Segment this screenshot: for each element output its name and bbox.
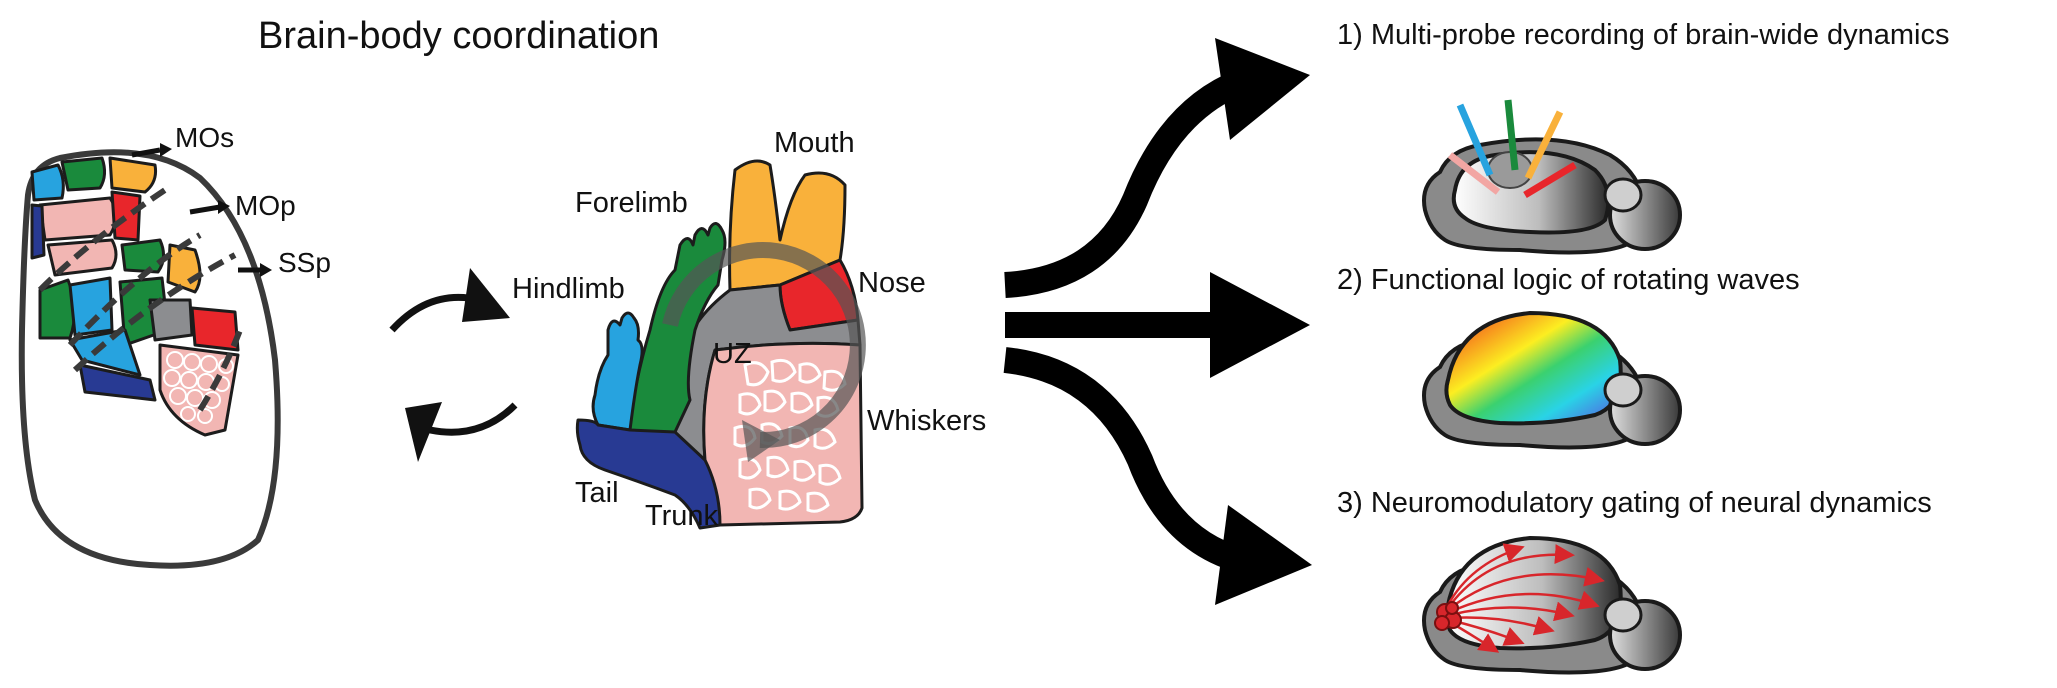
probe-red bbox=[1523, 161, 1577, 199]
phase-map bbox=[1444, 310, 1623, 426]
cortex-area-labels: MOs MOp SSp bbox=[131, 122, 331, 278]
area-patch-gray bbox=[148, 298, 194, 342]
region-hindlimb bbox=[591, 311, 644, 432]
arrow-to-item-1 bbox=[1004, 69, 1246, 298]
mop-arrow bbox=[189, 204, 221, 215]
label-mos: MOs bbox=[175, 122, 234, 153]
cycle-arrowhead-top bbox=[462, 268, 510, 322]
area-patch-red bbox=[110, 190, 142, 242]
arrowhead-item-2 bbox=[1210, 272, 1310, 378]
label-hindlimb: Hindlimb bbox=[512, 273, 625, 305]
area-patch-orange-2 bbox=[166, 243, 202, 294]
cycle-arrowhead-bottom bbox=[405, 402, 442, 462]
ssp-arrowhead bbox=[260, 263, 272, 277]
probe-pink bbox=[1447, 152, 1501, 195]
area-patch-blue bbox=[30, 163, 65, 202]
mop-arrowhead bbox=[218, 200, 230, 214]
body-map: Mouth Forelimb Hindlimb Nose UZ Whiskers… bbox=[512, 127, 986, 532]
label-tail: Tail bbox=[575, 477, 619, 509]
area-patch-green bbox=[60, 156, 107, 192]
area-patch-blue-2 bbox=[68, 276, 114, 337]
brain-probe bbox=[1422, 99, 1682, 255]
probe-green bbox=[1504, 99, 1519, 171]
probe-blue bbox=[1456, 103, 1494, 177]
item-2-label: 2) Functional logic of rotating waves bbox=[1337, 264, 1800, 296]
cortex-map: MOs MOp SSp bbox=[18, 122, 331, 569]
item-3-label: 3) Neuromodulatory gating of neural dyna… bbox=[1337, 487, 1932, 519]
branch-arrows bbox=[1003, 38, 1312, 605]
midbrain bbox=[1603, 177, 1643, 213]
brain-neuromod bbox=[1422, 535, 1682, 675]
mos-arrow bbox=[131, 147, 161, 158]
area-patch-red-2 bbox=[190, 306, 240, 352]
label-ssp: SSp bbox=[278, 247, 331, 278]
brain-waves bbox=[1422, 310, 1682, 450]
arrowhead-item-1 bbox=[1215, 38, 1310, 140]
label-uz: UZ bbox=[713, 338, 752, 370]
label-mouth: Mouth bbox=[774, 127, 855, 159]
probe-entry bbox=[1487, 151, 1533, 189]
cortical-areas bbox=[30, 156, 240, 437]
label-nose: Nose bbox=[858, 267, 926, 299]
area-patch-green-2 bbox=[120, 238, 165, 274]
rotation-arrowhead bbox=[742, 420, 780, 462]
region-trunk-tail bbox=[575, 418, 722, 530]
mos-arrowhead bbox=[160, 143, 172, 157]
rotation-arrow bbox=[662, 242, 866, 449]
area-patch-orange bbox=[108, 156, 157, 194]
label-trunk: Trunk bbox=[645, 500, 719, 532]
arrow-to-item-3 bbox=[1003, 347, 1244, 573]
area-boundaries bbox=[37, 187, 243, 412]
area-patch-navy bbox=[30, 203, 46, 260]
area-patch-navy-2 bbox=[78, 363, 157, 402]
cycle-arrow-bottom bbox=[429, 402, 518, 436]
figure-title: Brain-body coordination bbox=[258, 15, 659, 57]
cycle-arrows bbox=[389, 268, 518, 462]
midbrain bbox=[1603, 372, 1643, 408]
area-patch-blue-3 bbox=[68, 328, 142, 377]
midbrain bbox=[1603, 597, 1643, 633]
barrel-cells bbox=[163, 351, 234, 424]
item-1-label: 1) Multi-probe recording of brain-wide d… bbox=[1337, 19, 1949, 51]
label-mop: MOp bbox=[235, 190, 296, 221]
neuromod-nucleus bbox=[1434, 601, 1462, 631]
probe-orange bbox=[1524, 110, 1564, 180]
arrowhead-item-3 bbox=[1215, 505, 1312, 605]
label-forelimb: Forelimb bbox=[575, 187, 688, 219]
label-whiskers: Whiskers bbox=[867, 405, 986, 437]
